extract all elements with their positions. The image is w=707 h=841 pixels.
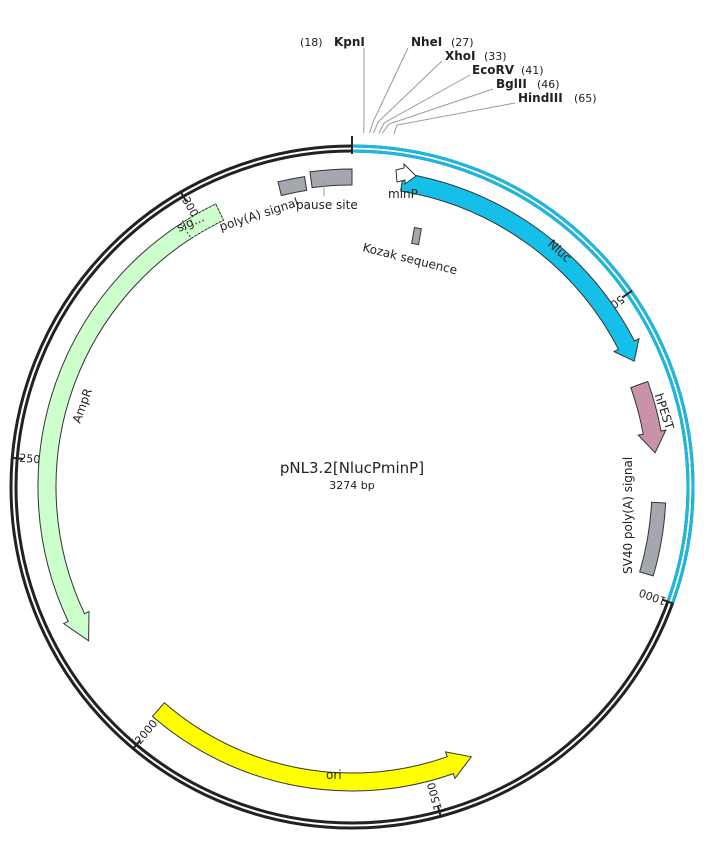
tick-mark-2500 bbox=[11, 456, 24, 460]
site-kpni-name: KpnI bbox=[334, 35, 365, 49]
insert-region bbox=[351, 144, 695, 604]
tick-label-1500: 1500 bbox=[425, 781, 445, 811]
feature-ampr-arrow[interactable] bbox=[37, 203, 225, 642]
feature-kozak-label: Kozak sequence bbox=[361, 240, 458, 277]
site-kpni-pos: (18) bbox=[300, 36, 323, 49]
insert-region-outer-arc bbox=[351, 144, 695, 604]
feature-polya-signal-box[interactable] bbox=[277, 176, 308, 197]
plasmid-title: pNL3.2[NlucPminP] bbox=[280, 459, 424, 477]
tick-mark-2000 bbox=[131, 739, 142, 750]
site-hindiii-leader bbox=[393, 102, 516, 135]
feature-polya-label: poly(A) signal bbox=[218, 195, 301, 234]
tick-label-2000: 2000 bbox=[132, 717, 160, 747]
site-ecorv-leader bbox=[378, 74, 471, 134]
site-hindiii-pos: (65) bbox=[574, 92, 597, 105]
site-bglii[interactable]: BglII (46) bbox=[381, 77, 560, 134]
site-xhoi-pos: (33) bbox=[484, 50, 507, 63]
site-xhoi-leader bbox=[373, 60, 443, 134]
site-nhei-pos: (27) bbox=[451, 36, 474, 49]
plasmid-size: 3274 bp bbox=[329, 479, 374, 492]
site-ecorv-pos: (41) bbox=[521, 64, 544, 77]
feature-minp-label: minP bbox=[388, 187, 418, 201]
site-hindiii[interactable]: HindIII (65) bbox=[393, 91, 597, 135]
tick-mark-3000 bbox=[179, 190, 188, 203]
feature-ori-arrow[interactable] bbox=[151, 702, 473, 792]
restriction-sites: (18) KpnI NheI (27) XhoI (33) EcoRV (41)… bbox=[300, 35, 597, 135]
tick-mark-1000 bbox=[661, 598, 674, 605]
site-hindiii-name: HindIII bbox=[518, 91, 563, 105]
feature-hpest-arrow[interactable] bbox=[630, 380, 667, 454]
site-nhei-name: NheI bbox=[411, 35, 442, 49]
feature-sv40-polya-box[interactable] bbox=[639, 501, 667, 577]
tick-mark-500 bbox=[621, 289, 633, 299]
site-ecorv[interactable]: EcoRV (41) bbox=[378, 63, 544, 134]
site-nhei-leader bbox=[369, 47, 409, 134]
site-ecorv-name: EcoRV bbox=[472, 63, 515, 77]
features bbox=[37, 162, 667, 792]
site-bglii-pos: (46) bbox=[537, 78, 560, 91]
feature-nluc-arrow[interactable] bbox=[400, 172, 640, 362]
feature-ampr-label: AmpR bbox=[70, 387, 95, 425]
tick-mark-1500 bbox=[436, 805, 442, 818]
tick-label-1000: 1000 bbox=[637, 586, 668, 608]
site-nhei[interactable]: NheI (27) bbox=[369, 35, 474, 134]
feature-kozak-box[interactable] bbox=[411, 227, 422, 246]
site-xhoi-name: XhoI bbox=[445, 49, 476, 63]
feature-ampr-signal-box[interactable] bbox=[180, 203, 225, 240]
site-xhoi[interactable]: XhoI (33) bbox=[373, 49, 507, 134]
feature-ori-label: ori bbox=[326, 768, 342, 782]
feature-minp-arrow[interactable] bbox=[395, 162, 417, 185]
feature-pause-site-box[interactable] bbox=[309, 168, 353, 189]
site-bglii-name: BglII bbox=[496, 77, 527, 91]
feature-pause-label: pause site bbox=[296, 198, 358, 212]
site-bglii-leader bbox=[381, 88, 494, 134]
feature-sv40-label: SV40 poly(A) signal bbox=[621, 457, 635, 574]
site-kpni[interactable]: (18) KpnI bbox=[300, 35, 365, 134]
